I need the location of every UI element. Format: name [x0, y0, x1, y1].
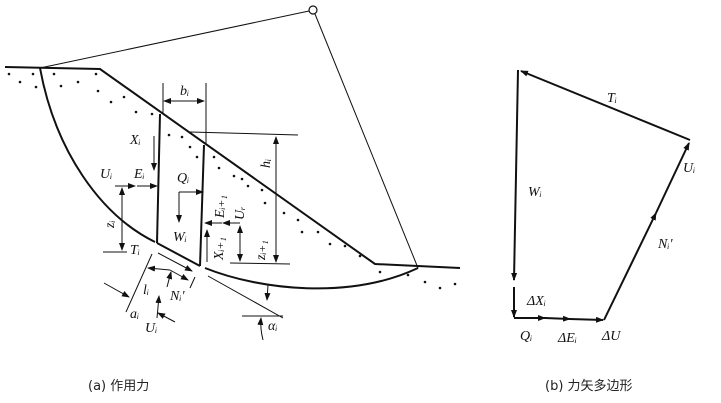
caption-b: (b) 力矢多边形 [545, 378, 633, 394]
label-E: Eᵢ [133, 167, 145, 182]
label-dE-b: ΔEᵢ [557, 331, 577, 346]
label-N-b: Nᵢ' [657, 237, 674, 252]
label-dX-b: ΔXᵢ [526, 294, 546, 309]
slip-circle-center [308, 5, 318, 15]
label-Q: Qᵢ [177, 171, 189, 186]
label-b: bᵢ [180, 84, 189, 99]
vector-N [603, 212, 657, 321]
force-polygon: Tᵢ Uᵢ Wᵢ Nᵢ' ΔXᵢ Qᵢ ΔEᵢ ΔU [511, 69, 695, 346]
label-T-b: Tᵢ [607, 91, 617, 106]
label-z-next: zᵢ₊₁ [254, 240, 269, 261]
label-W: Wᵢ [173, 230, 187, 245]
label-Q-b: Qᵢ [520, 329, 532, 344]
label-N: Nᵢ' [169, 289, 186, 304]
vector-W [511, 69, 519, 281]
vector-T [520, 70, 691, 141]
label-U-left: Uᵢ [100, 167, 112, 182]
radius-line-right [314, 13, 419, 269]
slice-base [156, 242, 201, 267]
label-X: Xᵢ [129, 133, 141, 148]
label-W-b: Wᵢ [528, 185, 542, 200]
slip-surface [39, 67, 156, 243]
radius-line-left [39, 10, 310, 69]
label-U-b: Uᵢ [683, 161, 695, 176]
label-alpha: αᵢ [268, 319, 278, 334]
label-a: aᵢ [130, 307, 139, 322]
label-h: hᵢ [259, 159, 274, 168]
slip-surface-lower [204, 267, 419, 290]
label-dU-b: ΔU [601, 329, 621, 344]
label-U-r: Uᵣ [233, 206, 248, 220]
label-X-next: Xᵢ₊₁ [212, 237, 227, 261]
label-T: Tᵢ [130, 243, 140, 258]
label-U-base: Uᵢ [145, 321, 157, 336]
label-z: zᵢ [103, 220, 118, 229]
slope-figure: bᵢ hᵢ Xᵢ Uᵢ Eᵢ zᵢ Tᵢ Qᵢ Wᵢ Eᵢ₊₁ Uᵣ Xᵢ₊₁ … [4, 5, 461, 341]
slice-left-side [156, 113, 161, 244]
vector-U [655, 142, 690, 214]
slice-right-side [199, 144, 205, 267]
caption-a: (a) 作用力 [88, 379, 149, 394]
label-E-next: Eᵢ₊₁ [213, 195, 228, 219]
ground-surface [4, 66, 461, 269]
soil-dots [7, 72, 457, 290]
label-l: lᵢ [143, 283, 149, 298]
